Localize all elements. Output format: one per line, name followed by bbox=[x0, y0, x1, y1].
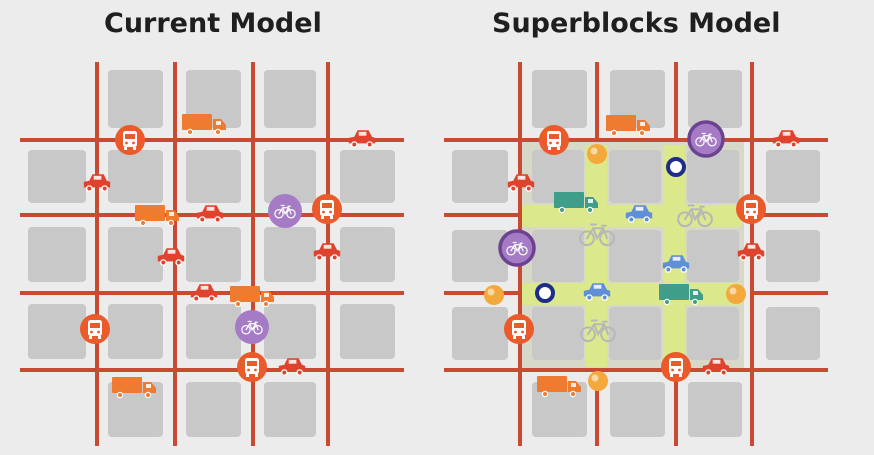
city-block bbox=[186, 227, 241, 282]
city-block bbox=[264, 70, 316, 128]
city-block bbox=[609, 230, 661, 282]
city-block bbox=[688, 382, 742, 437]
car-icon bbox=[196, 205, 224, 223]
car-icon bbox=[348, 130, 376, 148]
city-block bbox=[264, 227, 316, 282]
superblocks-model-diagram bbox=[444, 62, 828, 446]
car-icon bbox=[190, 284, 218, 302]
city-block bbox=[108, 304, 163, 359]
city-block bbox=[609, 150, 661, 203]
city-block bbox=[186, 382, 241, 437]
bus-icon bbox=[237, 352, 267, 382]
city-block bbox=[108, 70, 163, 128]
current-model-diagram bbox=[20, 62, 404, 446]
city-block bbox=[687, 150, 739, 203]
city-block bbox=[264, 304, 316, 359]
bus-icon bbox=[504, 314, 534, 344]
city-block bbox=[687, 307, 739, 360]
city-block bbox=[687, 230, 739, 282]
city-block bbox=[532, 307, 584, 360]
city-block bbox=[766, 150, 820, 203]
pedestrian-dots bbox=[484, 144, 746, 391]
city-block bbox=[610, 70, 665, 128]
city-block bbox=[688, 70, 742, 128]
city-block bbox=[532, 150, 584, 203]
bike-badges bbox=[235, 194, 302, 344]
truck-icon bbox=[135, 205, 179, 227]
city-block bbox=[452, 150, 508, 203]
city-block bbox=[28, 304, 86, 359]
city-block bbox=[186, 70, 241, 128]
city-blocks bbox=[452, 70, 820, 437]
city-block bbox=[532, 70, 587, 128]
bus-icon bbox=[661, 352, 691, 382]
ring-marker-icon bbox=[666, 157, 686, 177]
city-block bbox=[452, 307, 508, 360]
bus-icon bbox=[115, 125, 145, 155]
city-block bbox=[766, 307, 820, 360]
city-block bbox=[264, 382, 316, 437]
pedestrian-dot-icon bbox=[587, 144, 607, 164]
city-block bbox=[609, 307, 661, 360]
city-blocks bbox=[28, 70, 395, 437]
city-block bbox=[340, 227, 395, 282]
car-icon bbox=[772, 130, 800, 148]
superblocks-model-title: Superblocks Model bbox=[492, 8, 781, 39]
bicycle-icon bbox=[687, 120, 725, 158]
bike-badges bbox=[498, 120, 725, 267]
pedestrian-dot-icon bbox=[588, 371, 608, 391]
city-block bbox=[28, 227, 86, 282]
bus-icon bbox=[312, 194, 342, 224]
bus-icon bbox=[80, 314, 110, 344]
city-block bbox=[108, 150, 163, 203]
car-icon bbox=[278, 358, 306, 376]
bicycle-icon bbox=[235, 310, 269, 344]
city-block bbox=[532, 230, 584, 282]
bus-icon bbox=[539, 125, 569, 155]
city-block bbox=[186, 150, 241, 203]
city-block bbox=[452, 230, 508, 282]
current-model-title: Current Model bbox=[104, 8, 322, 39]
city-block bbox=[264, 150, 316, 203]
city-block bbox=[340, 150, 395, 203]
city-block bbox=[186, 304, 241, 359]
bicycle-icon bbox=[498, 229, 536, 267]
pedestrian-dot-icon bbox=[484, 285, 504, 305]
pedestrian-dot-icon bbox=[726, 284, 746, 304]
city-block bbox=[766, 230, 820, 282]
city-block bbox=[108, 227, 163, 282]
city-block bbox=[340, 304, 395, 359]
bus-icon bbox=[736, 194, 766, 224]
ring-marker-icon bbox=[535, 283, 555, 303]
city-block bbox=[610, 382, 665, 437]
ring-markers bbox=[535, 157, 686, 303]
city-block bbox=[28, 150, 86, 203]
bicycle-icon bbox=[268, 194, 302, 228]
